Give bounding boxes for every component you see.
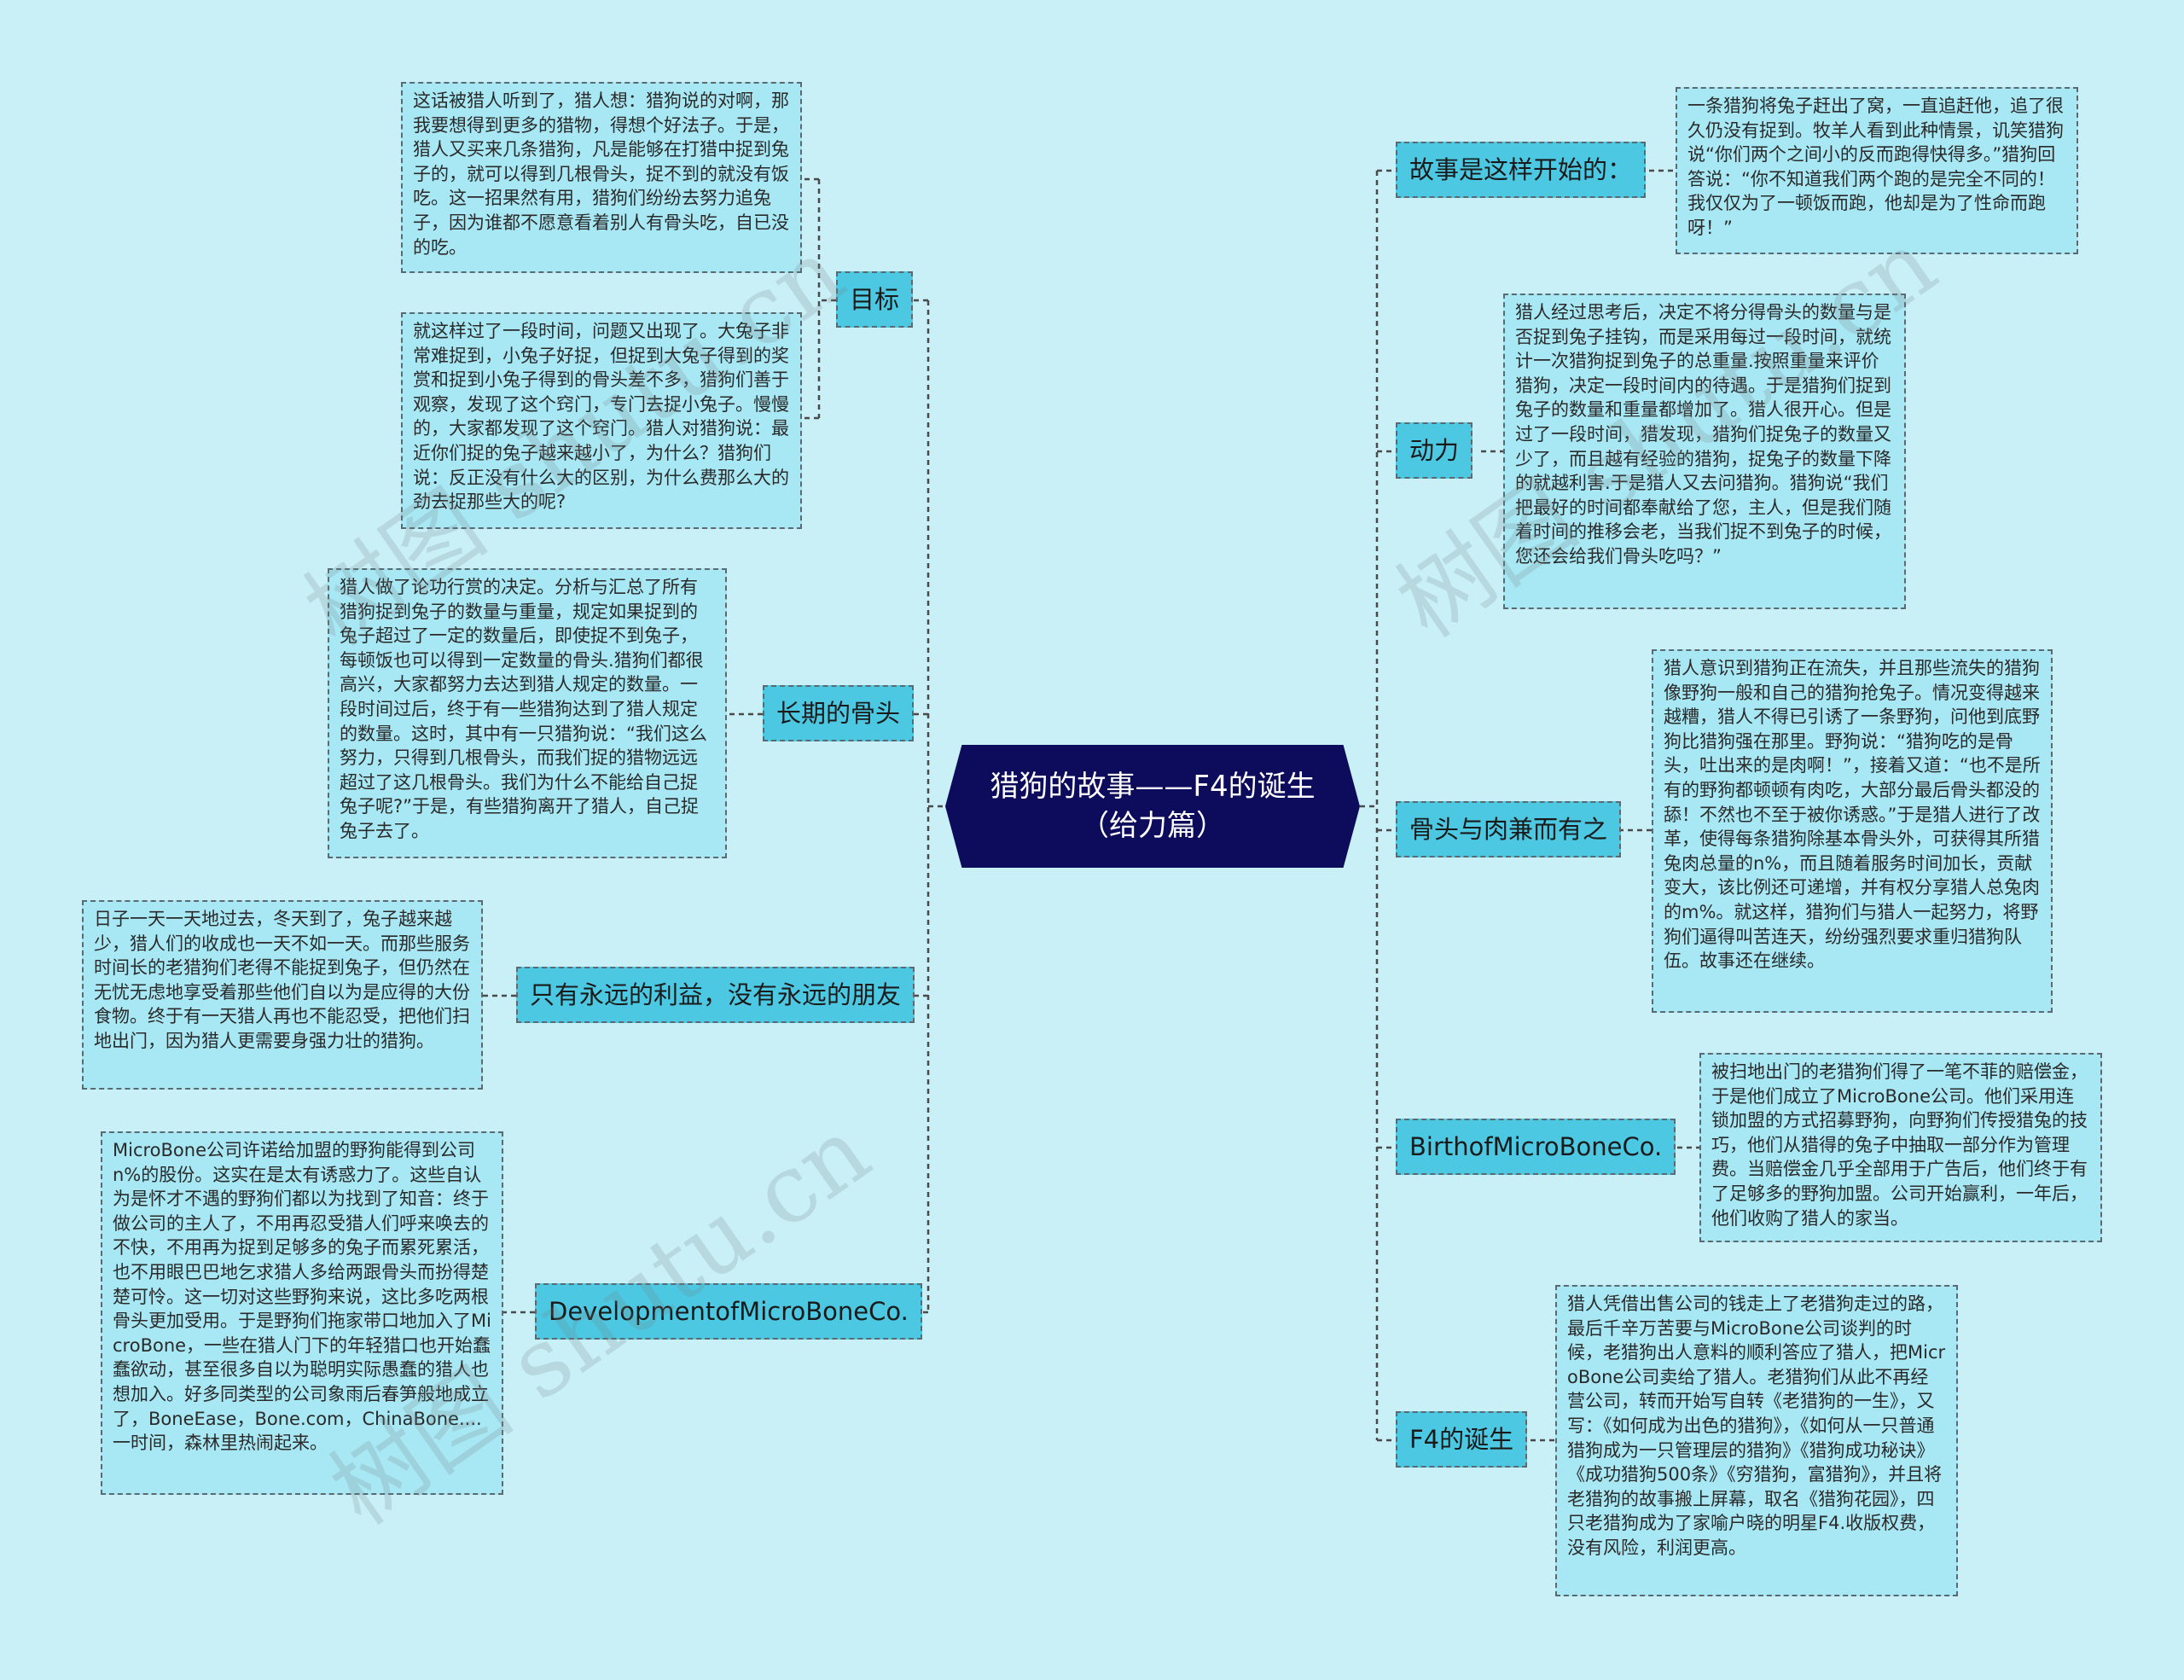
note-long-term-bone: 猎人做了论功行赏的决定。分析与汇总了所有猎狗捉到兔子的数量与重量，规定如果捉到的… <box>328 568 727 858</box>
note-eternal-interest: 日子一天一天地过去，冬天到了，兔子越来越少，猎人们的收成也一天不如一天。而那些服… <box>82 900 483 1090</box>
branch-eternal-interest[interactable]: 只有永远的利益，没有永远的朋友 <box>516 967 915 1023</box>
note-motivation: 猎人经过思考后，决定不将分得骨头的数量与是否捉到兔子挂钩，而是采用每过一段时间，… <box>1503 294 1906 609</box>
note-mubiao-2: 就这样过了一段时间，问题又出现了。大兔子非常难捉到，小兔子好捉，但捉到大兔子得到… <box>401 312 802 529</box>
note-bone-and-meat: 猎人意识到猎狗正在流失，并且那些流失的猎狗像野狗一般和自己的猎狗抢兔子。情况变得… <box>1652 649 2053 1013</box>
branch-mubiao[interactable]: 目标 <box>836 271 914 328</box>
branch-f4[interactable]: F4的诞生 <box>1396 1411 1528 1468</box>
branch-motivation[interactable]: 动力 <box>1396 422 1473 479</box>
branch-development[interactable]: DevelopmentofMicroBoneCo. <box>535 1283 922 1340</box>
branch-long-term-bone[interactable]: 长期的骨头 <box>763 685 915 741</box>
note-f4: 猎人凭借出售公司的钱走上了老猎狗走过的路，最后千辛万苦要与MicroBone公司… <box>1555 1285 1958 1596</box>
central-topic[interactable]: 猎狗的故事——F4的诞生 （给力篇） <box>945 745 1360 868</box>
branch-birth[interactable]: BirthofMicroBoneCo. <box>1396 1119 1676 1175</box>
note-birth: 被扫地出门的老猎狗们得了一笔不菲的赔偿金，于是他们成立了MicroBone公司。… <box>1699 1053 2102 1242</box>
note-development: MicroBone公司许诺给加盟的野狗能得到公司n%的股份。这实在是太有诱惑力了… <box>101 1131 503 1495</box>
central-topic-title: 猎狗的故事——F4的诞生 <box>990 770 1316 804</box>
branch-story-beginning[interactable]: 故事是这样开始的： <box>1396 142 1647 198</box>
branch-bone-and-meat[interactable]: 骨头与肉兼而有之 <box>1396 801 1622 857</box>
note-mubiao-1: 这话被猎人听到了，猎人想：猎狗说的对啊，那我要想得到更多的猎物，得想个好法子。于… <box>401 82 802 273</box>
central-topic-subtitle: （给力篇） <box>1080 809 1225 843</box>
note-story-beginning: 一条猎狗将兔子赶出了窝，一直追赶他，追了很久仍没有捉到。牧羊人看到此种情景，讥笑… <box>1676 87 2078 254</box>
